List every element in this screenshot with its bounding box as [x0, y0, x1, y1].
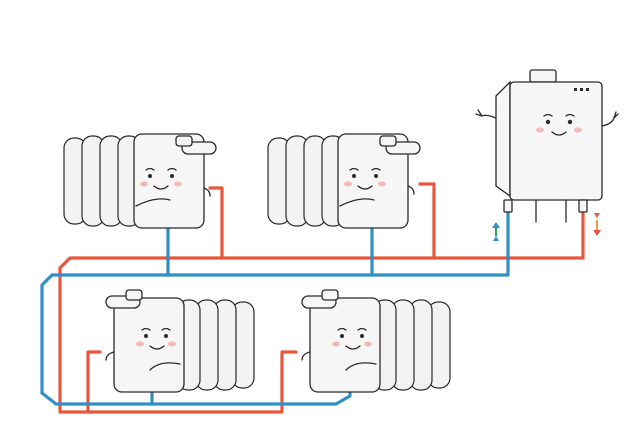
hot-feed-top-left-valve	[208, 186, 224, 197]
radiator-top-right	[267, 133, 421, 229]
radiator-top-left	[63, 133, 217, 229]
pipe-network	[40, 182, 585, 414]
up-arrow-icon	[492, 222, 500, 241]
down-arrow-icon	[593, 213, 601, 236]
wall-boiler-icon	[475, 69, 619, 223]
hot-feed-top-right-valve	[418, 182, 436, 192]
hot-supply-pipe-upper	[58, 210, 585, 414]
hot-feed-bottom-right	[86, 350, 298, 414]
radiator-bottom-left	[105, 289, 255, 393]
cold-return-pipe-upper	[40, 210, 510, 406]
radiator-bottom-right	[301, 289, 451, 393]
